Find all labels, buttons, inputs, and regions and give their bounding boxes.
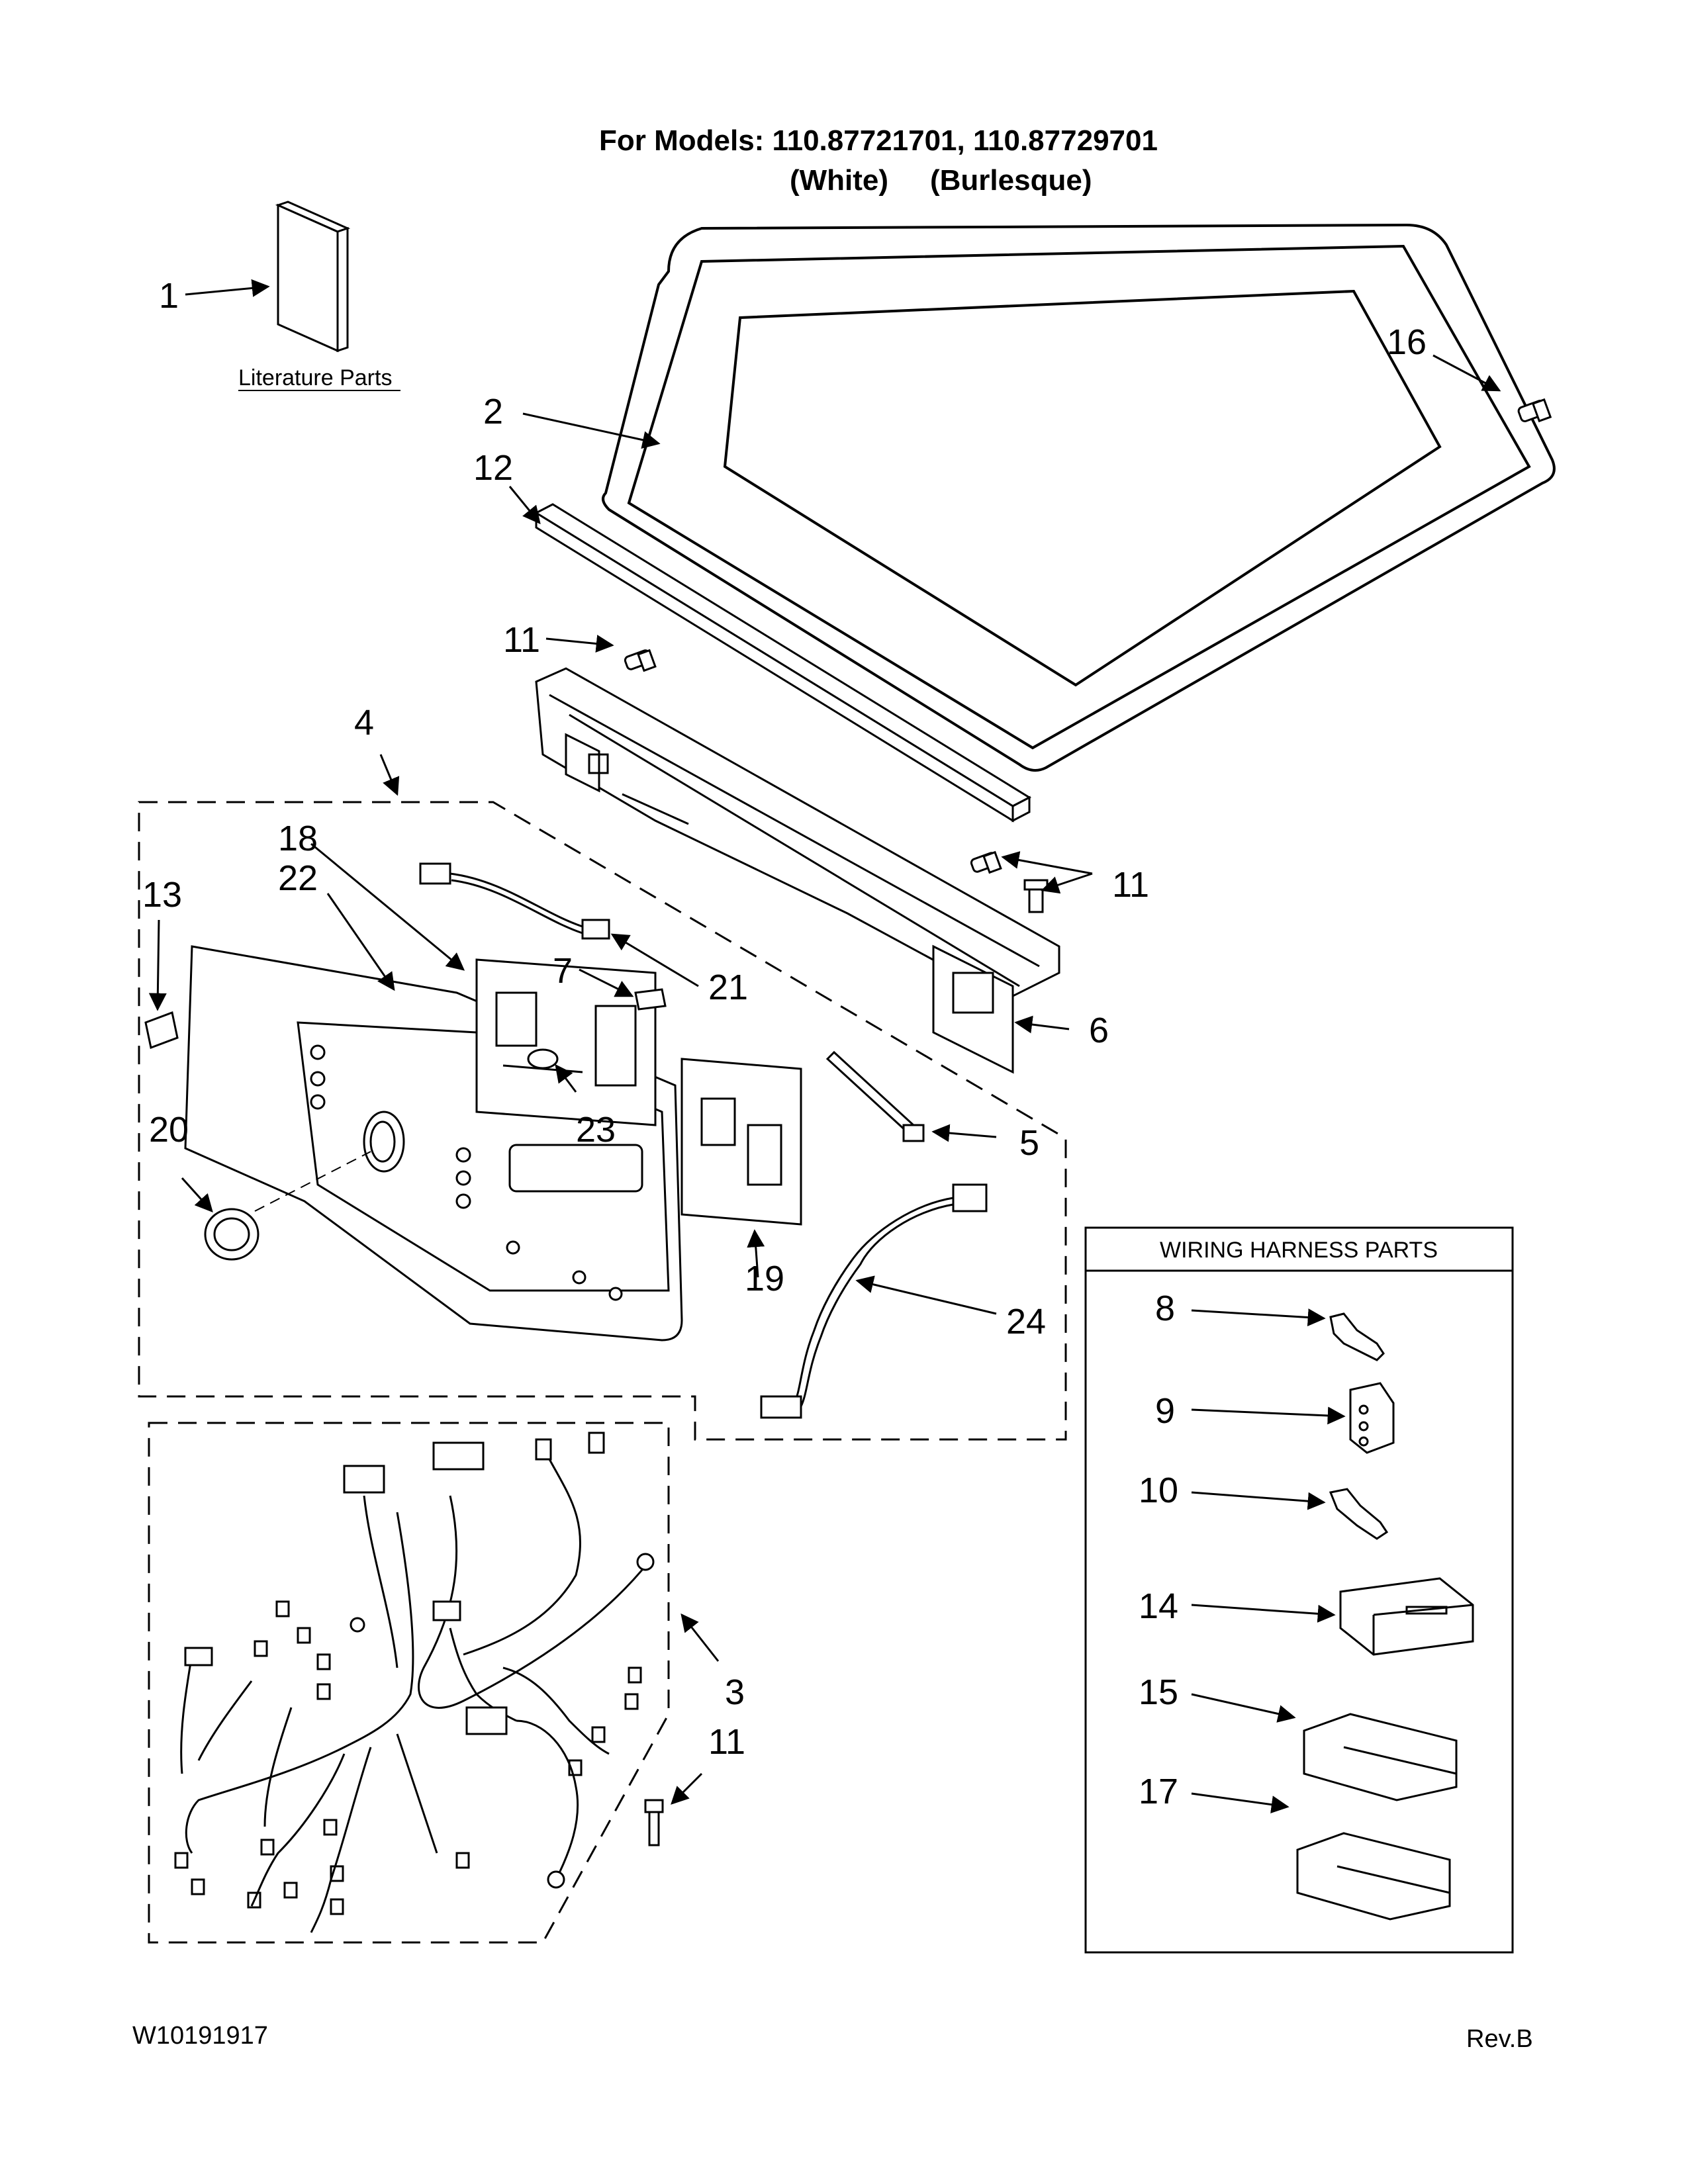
wiring-parts-box [1084,1226,1514,1954]
callout-4: 4 [354,703,374,743]
leader-2 [522,412,661,449]
variant-white: (White) [790,164,889,197]
callout-5: 5 [1019,1123,1039,1163]
leader-20 [181,1177,213,1213]
callout-15: 15 [1139,1672,1178,1712]
variant-burlesque: (Burlesque) [930,164,1092,197]
callout-10: 10 [1139,1471,1178,1510]
screw-11-top [624,649,657,672]
leader-5 [931,1124,997,1142]
callout-13: 13 [142,875,182,915]
screw-11-bottom [644,1799,664,1846]
leader-10 [1191,1491,1326,1510]
leader-16 [1432,354,1501,392]
leader-9 [1191,1406,1346,1425]
callout-1: 1 [159,276,179,316]
console-bracket [535,667,1060,1074]
revision-label: Rev.B [1466,2025,1533,2053]
callout-18: 18 [278,819,318,858]
leader-8 [1191,1308,1326,1327]
connector-17 [1296,1832,1451,1921]
leader-12 [508,486,541,525]
callout-21: 21 [708,968,748,1007]
selector-knob [204,1151,371,1261]
literature-parts-label: Literature Parts [238,365,392,390]
callout-11c: 11 [708,1722,745,1762]
leader-11b-1 [1001,851,1093,875]
terminal-10 [1329,1488,1389,1540]
leader-4 [379,754,400,796]
wiring-harness-parts-title: WIRING HARNESS PARTS [1160,1238,1438,1263]
console-assembly-outline [138,801,1067,1441]
screw-16 [1517,398,1552,423]
wire-tie [825,1050,925,1142]
callout-14: 14 [1139,1586,1178,1626]
leader-22 [326,893,395,991]
leader-18 [310,842,465,971]
callout-19: 19 [745,1259,784,1298]
callout-11b: 11 [1112,865,1149,905]
connector-9 [1349,1382,1395,1454]
leader-11a [545,635,614,653]
leader-7 [579,968,634,997]
callout-9: 9 [1155,1391,1175,1431]
led-harness-23 [527,1048,559,1069]
screw-11-vertical [1023,879,1049,913]
callout-23: 23 [576,1110,616,1150]
wire-jumper [419,862,610,940]
callout-3: 3 [725,1672,745,1712]
callout-24: 24 [1006,1302,1046,1342]
models-title: For Models: 110.87721701, 110.87729701 [599,124,1158,157]
console-harness [760,1183,988,1419]
literature-booklet [275,201,351,353]
callout-11a: 11 [503,620,540,660]
callout-6: 6 [1089,1011,1109,1050]
user-interface-board [475,958,657,1126]
callout-20: 20 [149,1110,189,1150]
machine-control-board [680,1058,802,1226]
leader-6 [1014,1015,1070,1034]
console-badge [144,1011,179,1050]
callout-7: 7 [553,951,573,991]
document-number: W10191917 [132,2022,268,2050]
leader-17 [1191,1792,1289,1814]
leader-19 [747,1229,765,1278]
leader-23 [555,1064,577,1093]
leader-3 [680,1613,720,1662]
leader-1 [185,279,270,297]
callout-8: 8 [1155,1289,1175,1328]
callout-2: 2 [483,392,503,432]
leader-11b-2 [1041,872,1093,894]
front-seal-strip [534,503,1032,823]
leader-21 [610,933,699,987]
screw-11-right [970,850,1002,874]
leader-13 [148,919,167,1011]
leader-14 [1191,1604,1336,1623]
bracket-clip [634,988,667,1011]
leader-11c [671,1772,703,1805]
terminal-8 [1329,1312,1385,1361]
main-wiring-harness [174,1432,655,1933]
callout-16: 16 [1387,322,1427,362]
callout-22: 22 [278,858,318,898]
leader-15 [1191,1693,1296,1723]
callout-12: 12 [473,448,513,488]
main-harness-outline [148,1422,670,1944]
top-panel [602,223,1556,772]
callout-17: 17 [1139,1772,1178,1811]
connector-15 [1303,1713,1458,1801]
connector-14 [1339,1577,1474,1656]
leader-24 [855,1275,997,1315]
